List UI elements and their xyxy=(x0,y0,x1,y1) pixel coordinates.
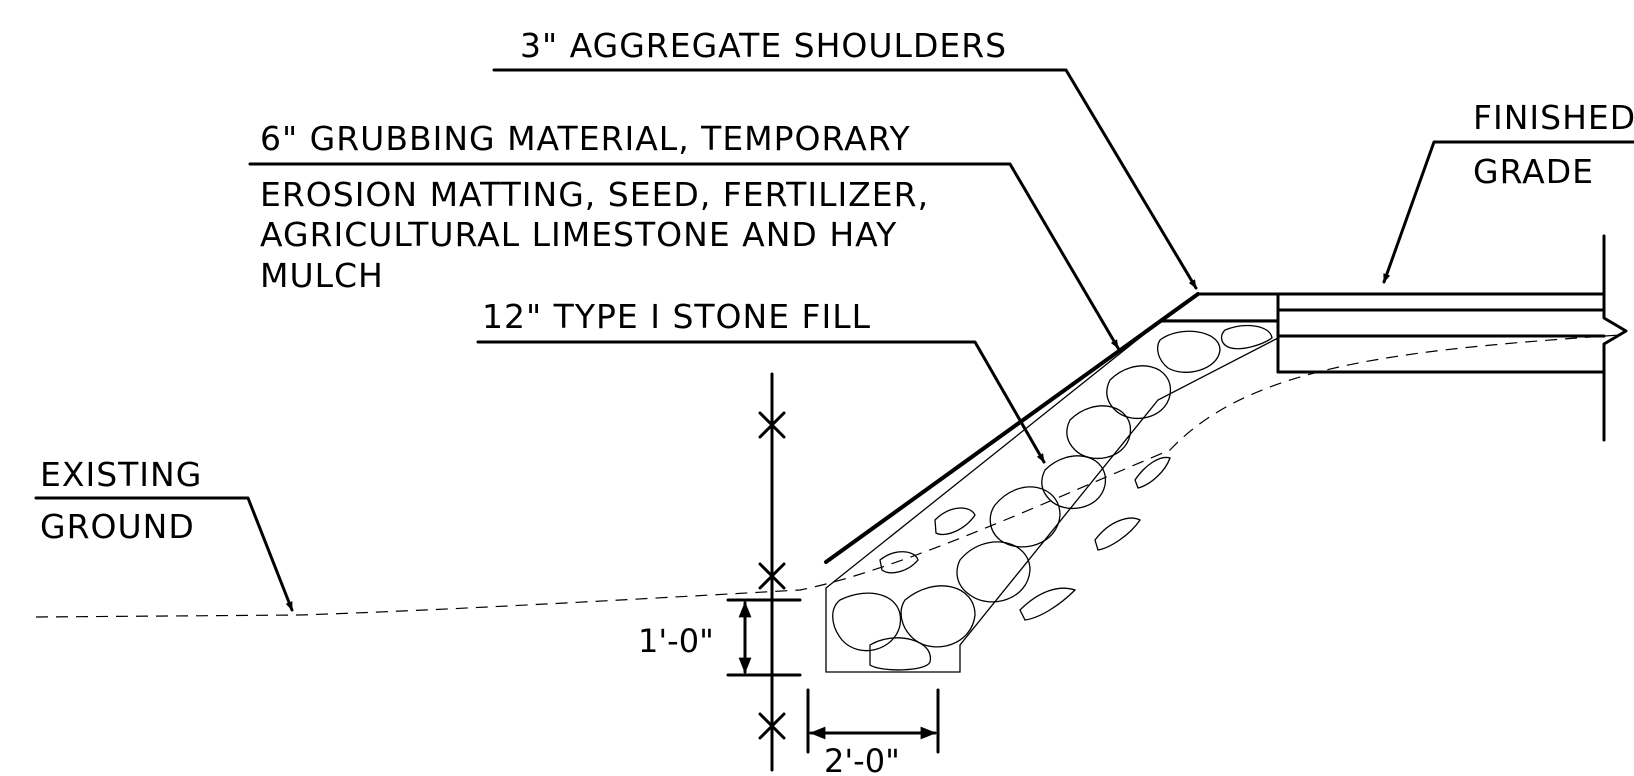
leader-stone-fill xyxy=(476,340,1046,464)
stone-fill-stones xyxy=(832,324,1273,671)
label-aggregate-shoulders: 3" AGGREGATE SHOULDERS xyxy=(520,26,1007,65)
label-grubbing-line-3: AGRICULTURAL LIMESTONE AND HAY xyxy=(260,215,897,254)
width-dimension-label: 2'-0" xyxy=(824,742,900,776)
label-grubbing-line-2: EROSION MATTING, SEED, FERTILIZER, xyxy=(260,175,929,214)
label-finished-line-1: FINISHED xyxy=(1473,98,1634,137)
dimension-x-marks xyxy=(758,411,786,740)
label-existing-line-1: EXISTING xyxy=(40,455,202,494)
existing-ground-line xyxy=(35,334,1621,618)
grubbing-slope-line xyxy=(824,292,1200,564)
break-line xyxy=(1602,234,1628,442)
leader-finished-grade xyxy=(1382,140,1634,284)
depth-dimension-label: 1'-0" xyxy=(638,622,714,660)
label-existing-line-2: GROUND xyxy=(40,507,195,546)
label-finished-line-2: GRADE xyxy=(1473,152,1594,191)
aggregate-shoulder xyxy=(1158,292,1280,323)
label-stone-fill: 12" TYPE I STONE FILL xyxy=(482,297,871,336)
leader-existing-ground xyxy=(34,496,294,612)
label-grubbing-line-4: MULCH xyxy=(260,256,384,295)
leader-aggregate-shoulders xyxy=(492,68,1198,290)
label-grubbing-line-1: 6" GRUBBING MATERIAL, TEMPORARY xyxy=(260,119,911,158)
leader-grubbing xyxy=(248,162,1120,350)
